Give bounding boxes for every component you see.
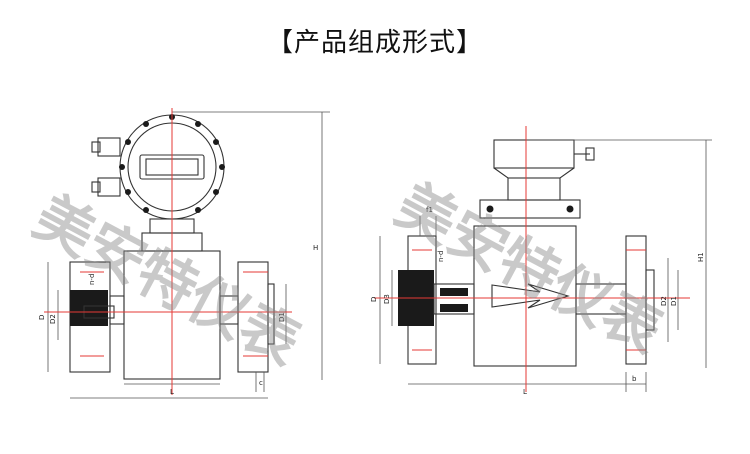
label-right-n-d: n-d bbox=[437, 251, 445, 262]
label-right-D3: D3 bbox=[383, 294, 391, 304]
label-right-H1: H1 bbox=[697, 252, 705, 262]
right-flowmeter-drawing bbox=[374, 126, 712, 392]
page-title: 【产品组成形式】 bbox=[266, 28, 483, 58]
label-left-n-d: n-d bbox=[88, 274, 96, 285]
label-left-D2: D2 bbox=[49, 314, 57, 324]
label-right-D2: D2 bbox=[660, 296, 668, 306]
label-right-f1: f1 bbox=[426, 206, 433, 214]
label-left-H: H bbox=[313, 244, 318, 252]
label-right-b: b bbox=[632, 375, 637, 383]
label-left-c: c bbox=[259, 379, 263, 387]
label-left-L: L bbox=[170, 388, 174, 396]
label-right-L: L bbox=[523, 388, 527, 396]
label-right-D: D bbox=[370, 297, 378, 302]
left-flowmeter-drawing bbox=[44, 108, 330, 399]
label-left-D1: D1 bbox=[278, 312, 286, 322]
label-right-D1: D1 bbox=[670, 296, 678, 306]
label-left-D: D bbox=[38, 315, 46, 320]
